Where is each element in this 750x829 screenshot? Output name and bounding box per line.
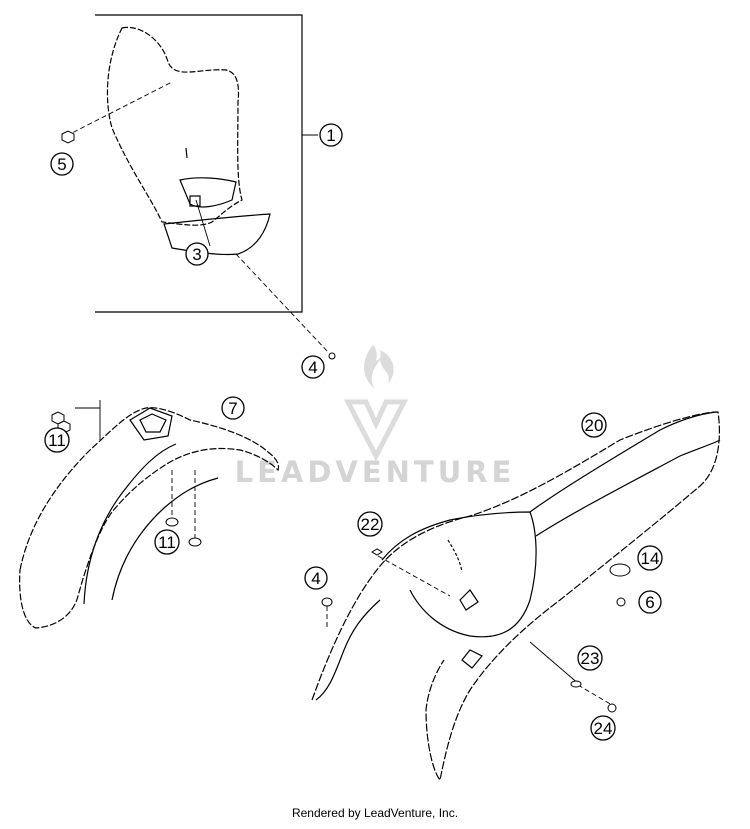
nut-4-lower — [321, 597, 333, 607]
nut-11-low-b — [188, 537, 202, 547]
washer-23 — [570, 680, 582, 688]
front-fender — [19, 407, 280, 629]
nut-4-upper — [328, 352, 336, 360]
callout-4-lower: 4 — [304, 566, 328, 590]
screw-24 — [607, 703, 617, 713]
nut-5 — [61, 130, 75, 144]
callout-11-lower: 11 — [154, 529, 180, 555]
callout-11-lower-label: 11 — [158, 533, 176, 552]
nut-6 — [616, 597, 626, 607]
callout-4-upper-label: 4 — [308, 358, 317, 377]
callout-20-label: 20 — [585, 416, 604, 435]
callout-6-label: 6 — [645, 593, 654, 612]
callout-7: 7 — [221, 396, 245, 420]
callout-14-label: 14 — [641, 549, 660, 568]
callout-20: 20 — [581, 412, 607, 438]
callout-24-label: 24 — [594, 719, 613, 738]
callout-22: 22 — [357, 511, 383, 537]
callout-11-upper-label: 11 — [48, 431, 66, 450]
callout-1-label: 1 — [326, 126, 335, 145]
callout-3: 3 — [185, 242, 209, 266]
number-plate — [106, 26, 271, 256]
assembly-bracket — [95, 14, 303, 313]
grommet-14 — [609, 563, 631, 577]
callout-4-upper: 4 — [301, 355, 325, 379]
callout-11-upper: 11 — [44, 427, 70, 453]
flame-logo-icon — [364, 345, 394, 388]
callout-1: 1 — [319, 123, 343, 147]
callout-7-label: 7 — [228, 399, 237, 418]
callout-22-label: 22 — [361, 515, 380, 534]
callout-23: 23 — [577, 645, 603, 671]
leadventure-watermark: LEADVENTURE — [235, 345, 516, 489]
callout-14: 14 — [637, 545, 663, 571]
watermark-text: LEADVENTURE — [235, 455, 516, 489]
screw-22 — [371, 548, 383, 556]
callout-24: 24 — [590, 715, 616, 741]
rendered-by-footer: Rendered by LeadVenture, Inc. — [291, 806, 459, 820]
v-logo-icon — [343, 399, 409, 462]
callout-5: 5 — [50, 152, 74, 176]
callout-4-lower-label: 4 — [311, 569, 320, 588]
callout-23-label: 23 — [581, 649, 600, 668]
nut-11-low-a — [165, 517, 179, 527]
callout-5-label: 5 — [57, 155, 66, 174]
rear-fender-side-panel — [311, 411, 721, 782]
callout-3-label: 3 — [192, 245, 201, 264]
callout-6: 6 — [638, 590, 662, 614]
leader-lines — [65, 81, 613, 706]
hardware-parts — [51, 130, 631, 713]
